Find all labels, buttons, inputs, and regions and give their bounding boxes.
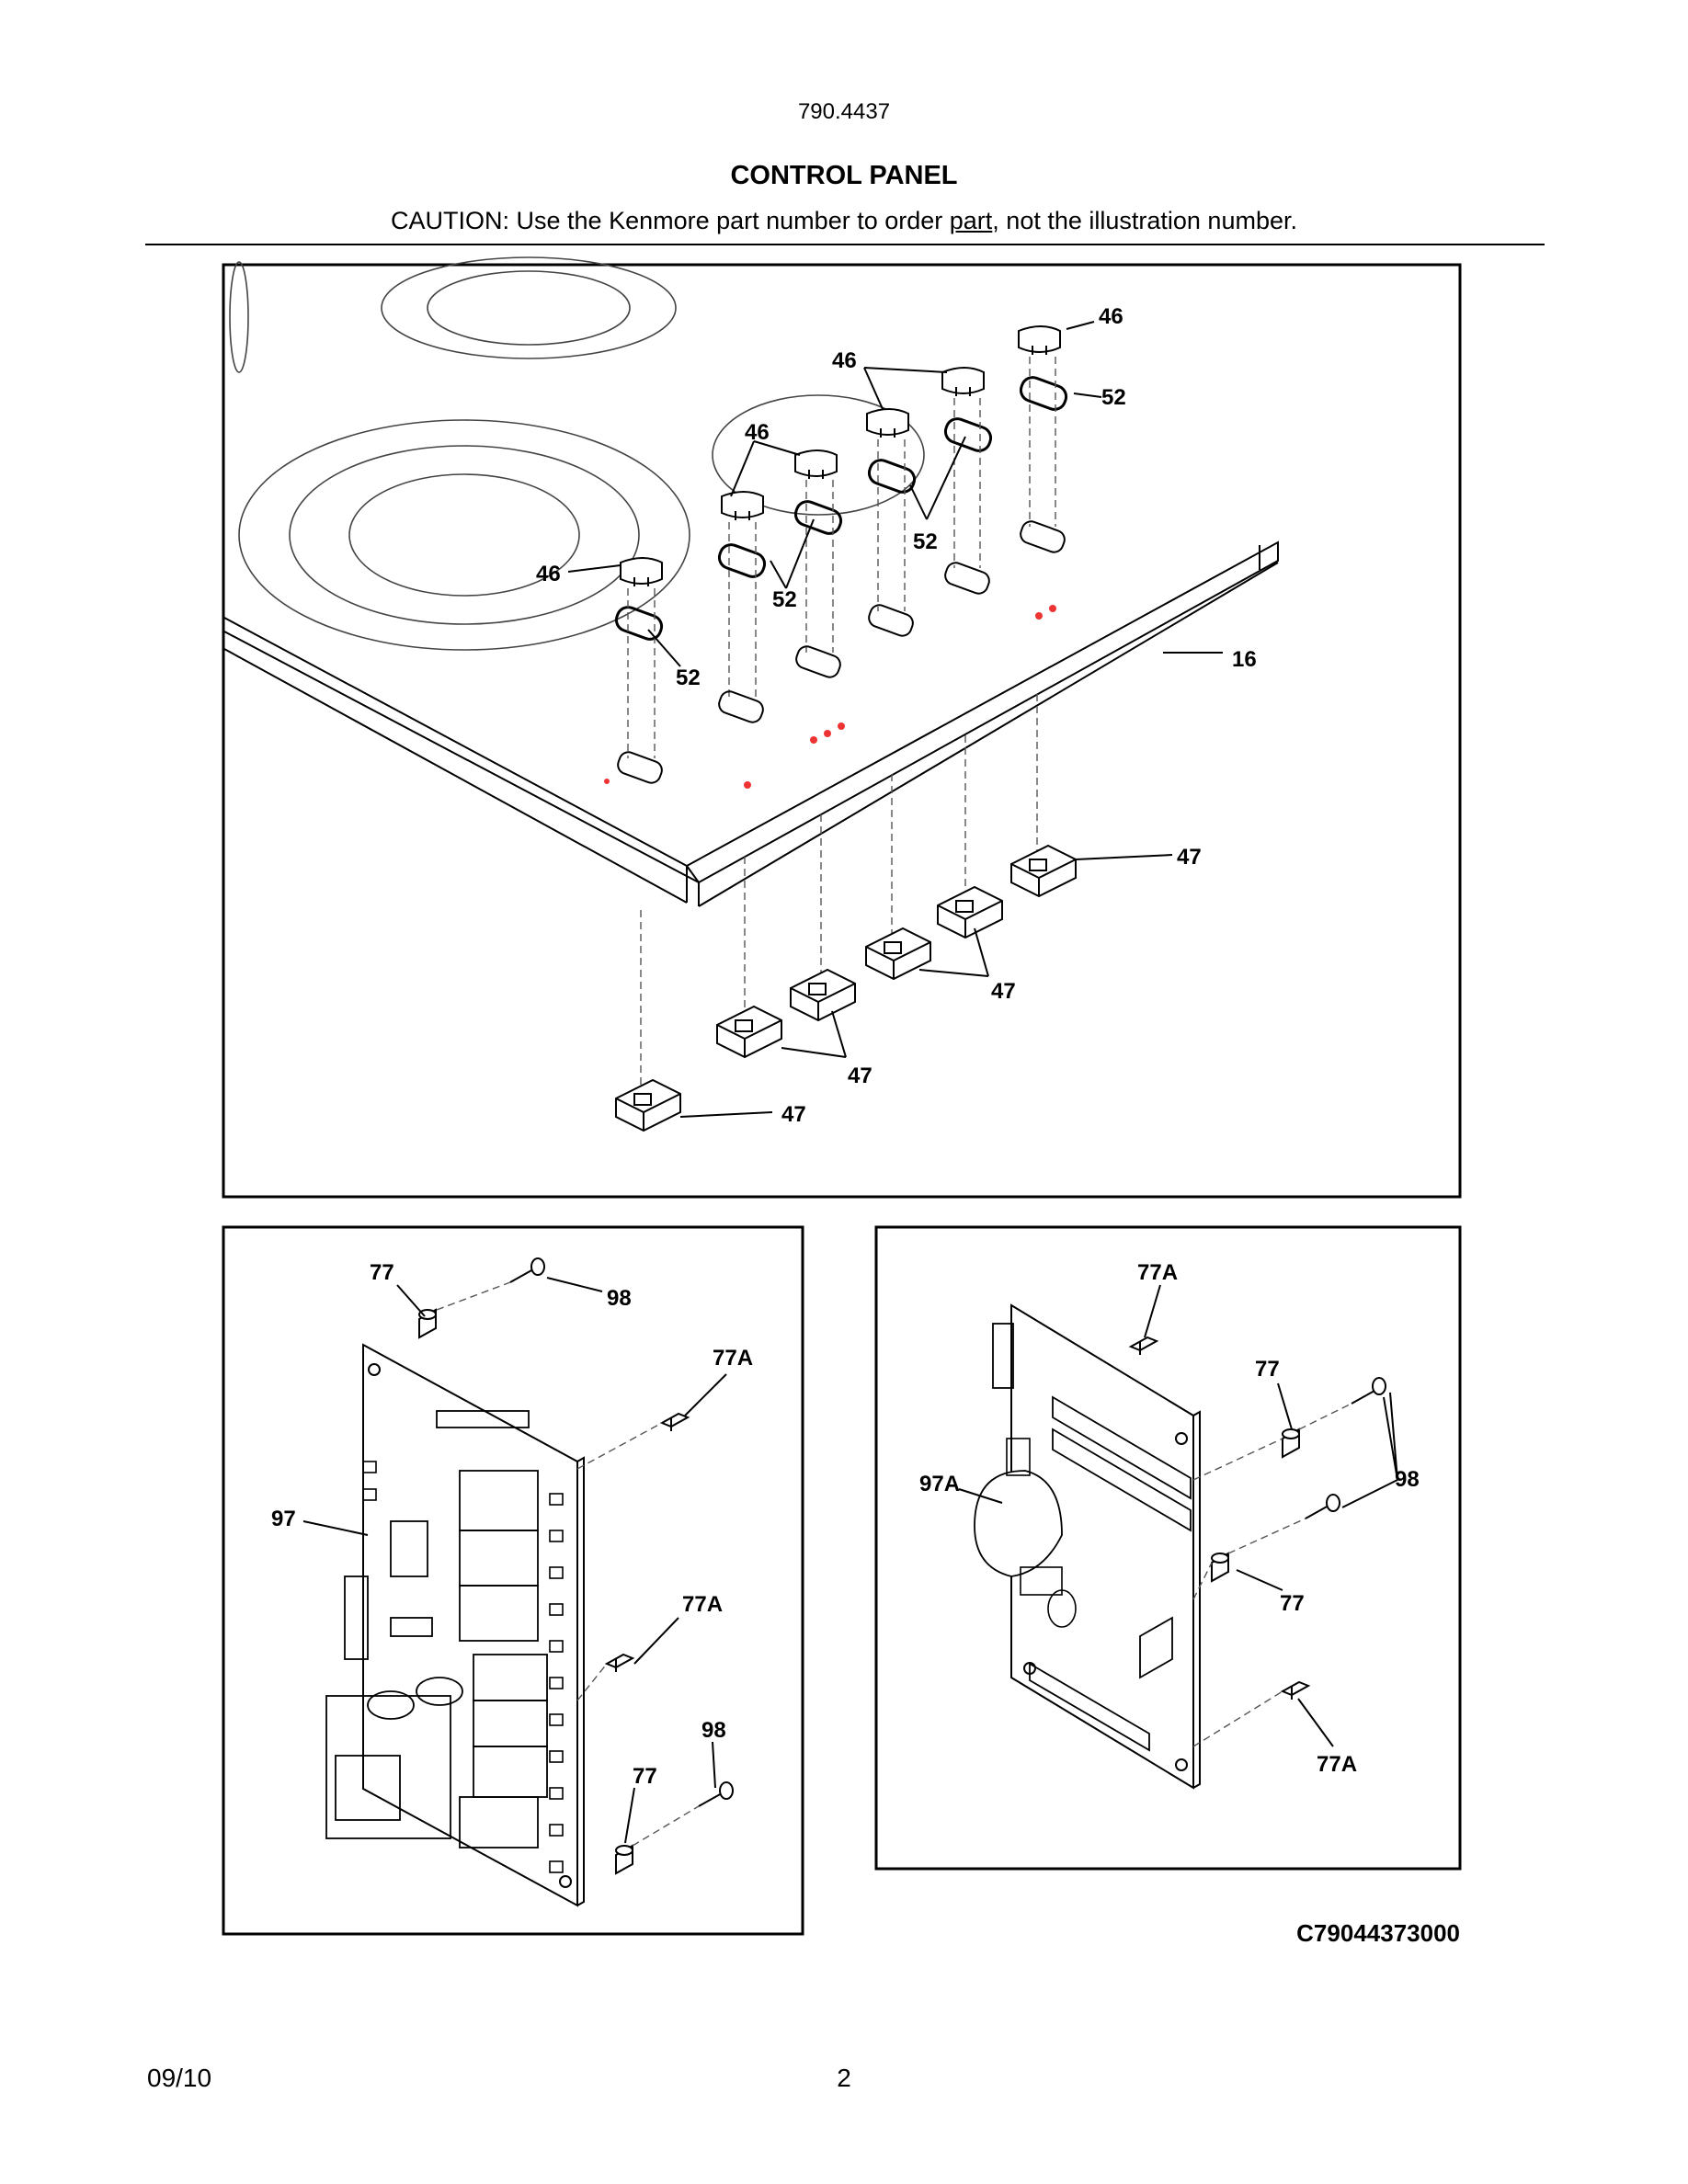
transformer [325, 1677, 463, 1839]
callout-47: 47 [848, 1064, 873, 1088]
callout-77: 77 [1255, 1357, 1280, 1382]
knob-cap [941, 367, 985, 396]
page-title: CONTROL PANEL [730, 161, 958, 190]
control-switch [865, 927, 931, 981]
callout-77A: 77A [713, 1346, 753, 1371]
knob-cap [620, 557, 663, 586]
control-board [325, 1343, 585, 1907]
callout-46: 46 [536, 562, 561, 586]
callout-77A: 77A [1317, 1752, 1357, 1777]
callout-16: 16 [1232, 647, 1257, 672]
knob-cap [1018, 325, 1061, 355]
cooktop-glass [223, 540, 1279, 907]
control-switch [1010, 844, 1077, 898]
knob-caps [620, 325, 1061, 586]
standoff [1211, 1552, 1229, 1583]
push-rivet [1128, 1336, 1159, 1355]
model-number: 790.4437 [797, 99, 891, 124]
cooktop-panel-view: 46 46 46 46 52 52 52 52 16 47 47 47 47 [222, 256, 1462, 1199]
callout-77: 77 [1280, 1591, 1305, 1616]
callout-98: 98 [607, 1286, 632, 1311]
knob-openings [617, 520, 1066, 784]
callout-52: 52 [1101, 385, 1126, 410]
screw [698, 1781, 734, 1807]
control-board [974, 1303, 1201, 1790]
callout-97A: 97A [919, 1472, 960, 1496]
right-dashed-lines [1192, 1403, 1352, 1747]
caution-text-prefix: CAUTION: Use the Kenmore part number to … [391, 207, 950, 234]
callout-46: 46 [1099, 304, 1123, 329]
right-leader-lines [958, 1284, 1398, 1747]
caution-text-suffix: , not the illustration number. [992, 207, 1297, 234]
callout-98: 98 [701, 1718, 726, 1743]
left-dashed-lines [436, 1281, 700, 1847]
connector-strip [344, 1410, 530, 1660]
diagram-code: C79044373000 [1296, 1919, 1460, 1947]
small-components [1006, 1438, 1077, 1628]
screw [509, 1257, 545, 1283]
callout-52: 52 [676, 665, 701, 690]
knob-cap [794, 449, 838, 479]
control-switch [937, 885, 1003, 939]
top-view-frame [222, 263, 1462, 1199]
standoff [615, 1844, 633, 1875]
callout-47: 47 [991, 979, 1016, 1004]
push-rivet [604, 1653, 635, 1672]
standoff [418, 1308, 437, 1339]
control-board-right-view: 77A 77 97A 98 77 77A [874, 1225, 1462, 1871]
push-rivet [1280, 1680, 1311, 1700]
revision-date: 09/10 [147, 2064, 212, 2092]
capacitor [974, 1470, 1063, 1577]
relays [390, 1470, 548, 1848]
left-view-frame [222, 1225, 804, 1936]
callout-97: 97 [271, 1507, 296, 1531]
callout-77A: 77A [1137, 1260, 1178, 1285]
callout-98: 98 [1395, 1467, 1420, 1492]
right-view-frame [874, 1225, 1462, 1871]
standoffs-and-screws [418, 1257, 734, 1875]
callout-77: 77 [370, 1260, 394, 1285]
caution-note: CAUTION: Use the Kenmore part number to … [0, 207, 1688, 235]
standoffs-and-screws [1128, 1336, 1386, 1700]
callout-52: 52 [772, 587, 797, 612]
alignment-lines [627, 357, 1056, 1098]
control-switch [790, 968, 856, 1022]
standoff [1282, 1428, 1300, 1459]
callout-52: 52 [913, 529, 938, 554]
indicator-lights [604, 605, 1056, 789]
callout-77A: 77A [682, 1592, 723, 1617]
terminals [362, 1461, 564, 1873]
left-leader-lines [302, 1277, 727, 1844]
callout-77: 77 [633, 1764, 657, 1789]
screw [1305, 1494, 1340, 1519]
control-switch [716, 1005, 782, 1059]
caution-text-underlined: part [949, 207, 993, 234]
knob-cap [721, 491, 764, 520]
callout-47: 47 [1177, 845, 1202, 870]
control-switch [615, 1078, 681, 1132]
control-switches [615, 844, 1077, 1132]
callout-47: 47 [781, 1102, 806, 1127]
page-number: 2 [837, 2064, 851, 2092]
push-rivet [659, 1412, 690, 1431]
control-board-left-view: 77 98 77A 97 77A 98 77 [222, 1225, 804, 1936]
callout-46: 46 [832, 348, 857, 373]
connectors [992, 1323, 1192, 1752]
gaskets [614, 376, 1068, 641]
top-leader-lines [567, 321, 1223, 1118]
header-divider [145, 244, 1545, 245]
knob-cap [866, 408, 909, 438]
burner-rings [229, 256, 925, 651]
screw [1351, 1377, 1386, 1405]
callout-46: 46 [745, 420, 770, 445]
